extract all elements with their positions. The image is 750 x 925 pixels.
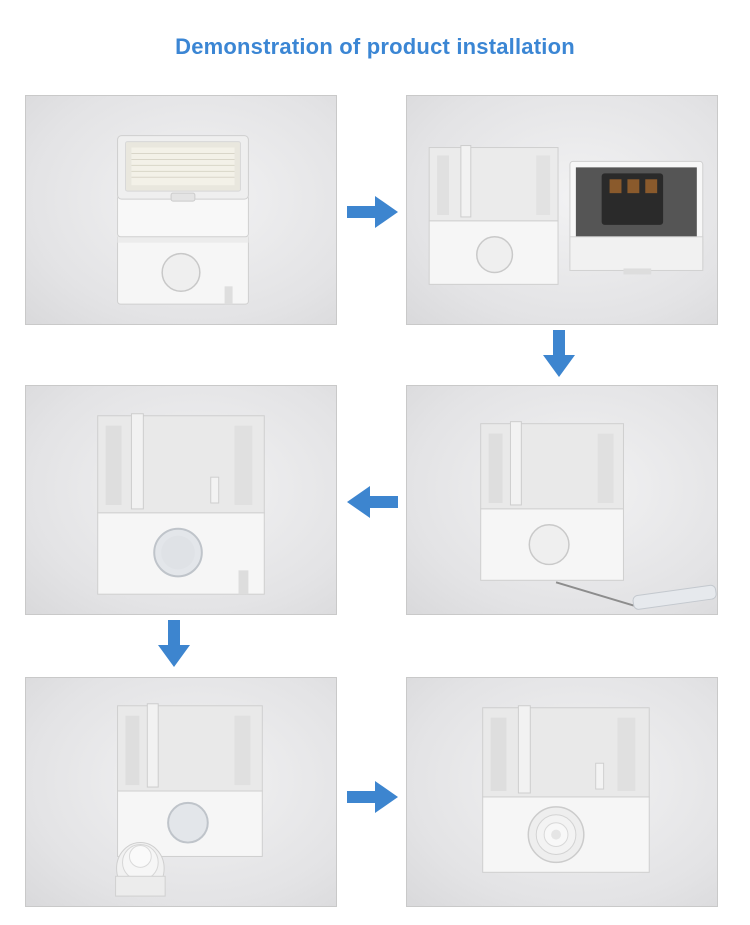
arrow-right-icon — [347, 780, 399, 814]
arrow-left-icon — [346, 485, 398, 519]
arrow-right-icon — [347, 195, 399, 229]
step-3-knockout-removed-image — [25, 385, 337, 615]
page-title: Demonstration of product installation — [175, 34, 575, 59]
step-1-assembled-box-image — [25, 95, 337, 325]
step-4-screwdriver-knockout-image — [406, 385, 718, 615]
step-5-cable-gland-beside-image — [25, 677, 337, 907]
step-2-opened-box-image — [406, 95, 718, 325]
step-6-gland-installed-image — [406, 677, 718, 907]
arrow-down-icon — [157, 620, 191, 668]
arrow-down-icon — [542, 330, 576, 378]
